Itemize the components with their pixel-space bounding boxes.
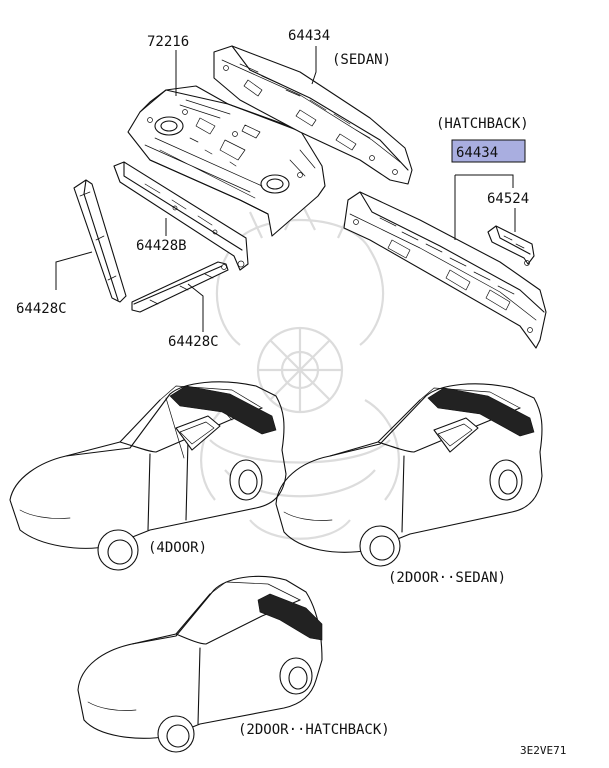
brace-64428c-vertical [73,179,127,303]
label-sedan-tag: (SEDAN) [332,52,391,68]
label-bracket[interactable]: 64524 [487,191,529,207]
bracket-64524 [487,225,535,266]
label-hatchback-tag: (HATCHBACK) [436,116,529,132]
brace-64428b [113,161,249,271]
diagram-code: 3E2VE71 [520,744,566,757]
label-brace-c-left[interactable]: 64428C [16,301,67,317]
label-variant-4door: (4DOOR) [148,540,207,556]
rear-panel-hatchback [343,191,547,349]
label-brace-b[interactable]: 64428B [136,238,187,254]
car-2door-sedan [275,383,543,567]
part-number-highlight [451,139,526,163]
label-panel-hatchback[interactable]: 64434 [456,145,498,161]
label-rear-shelf[interactable]: 72216 [147,34,189,50]
rear-panel-sedan [213,45,413,185]
car-4door [9,381,287,571]
brace-64428c-diagonal [131,261,229,313]
label-variant-2door-hatchback: (2DOOR··HATCHBACK) [238,722,390,738]
car-2door-hatchback [77,575,323,753]
rear-shelf-panel [127,85,326,237]
label-panel-sedan[interactable]: 64434 [288,28,330,44]
label-brace-c-right[interactable]: 64428C [168,334,219,350]
label-variant-2door-sedan: (2DOOR··SEDAN) [388,570,506,586]
leader-lines [55,46,516,332]
